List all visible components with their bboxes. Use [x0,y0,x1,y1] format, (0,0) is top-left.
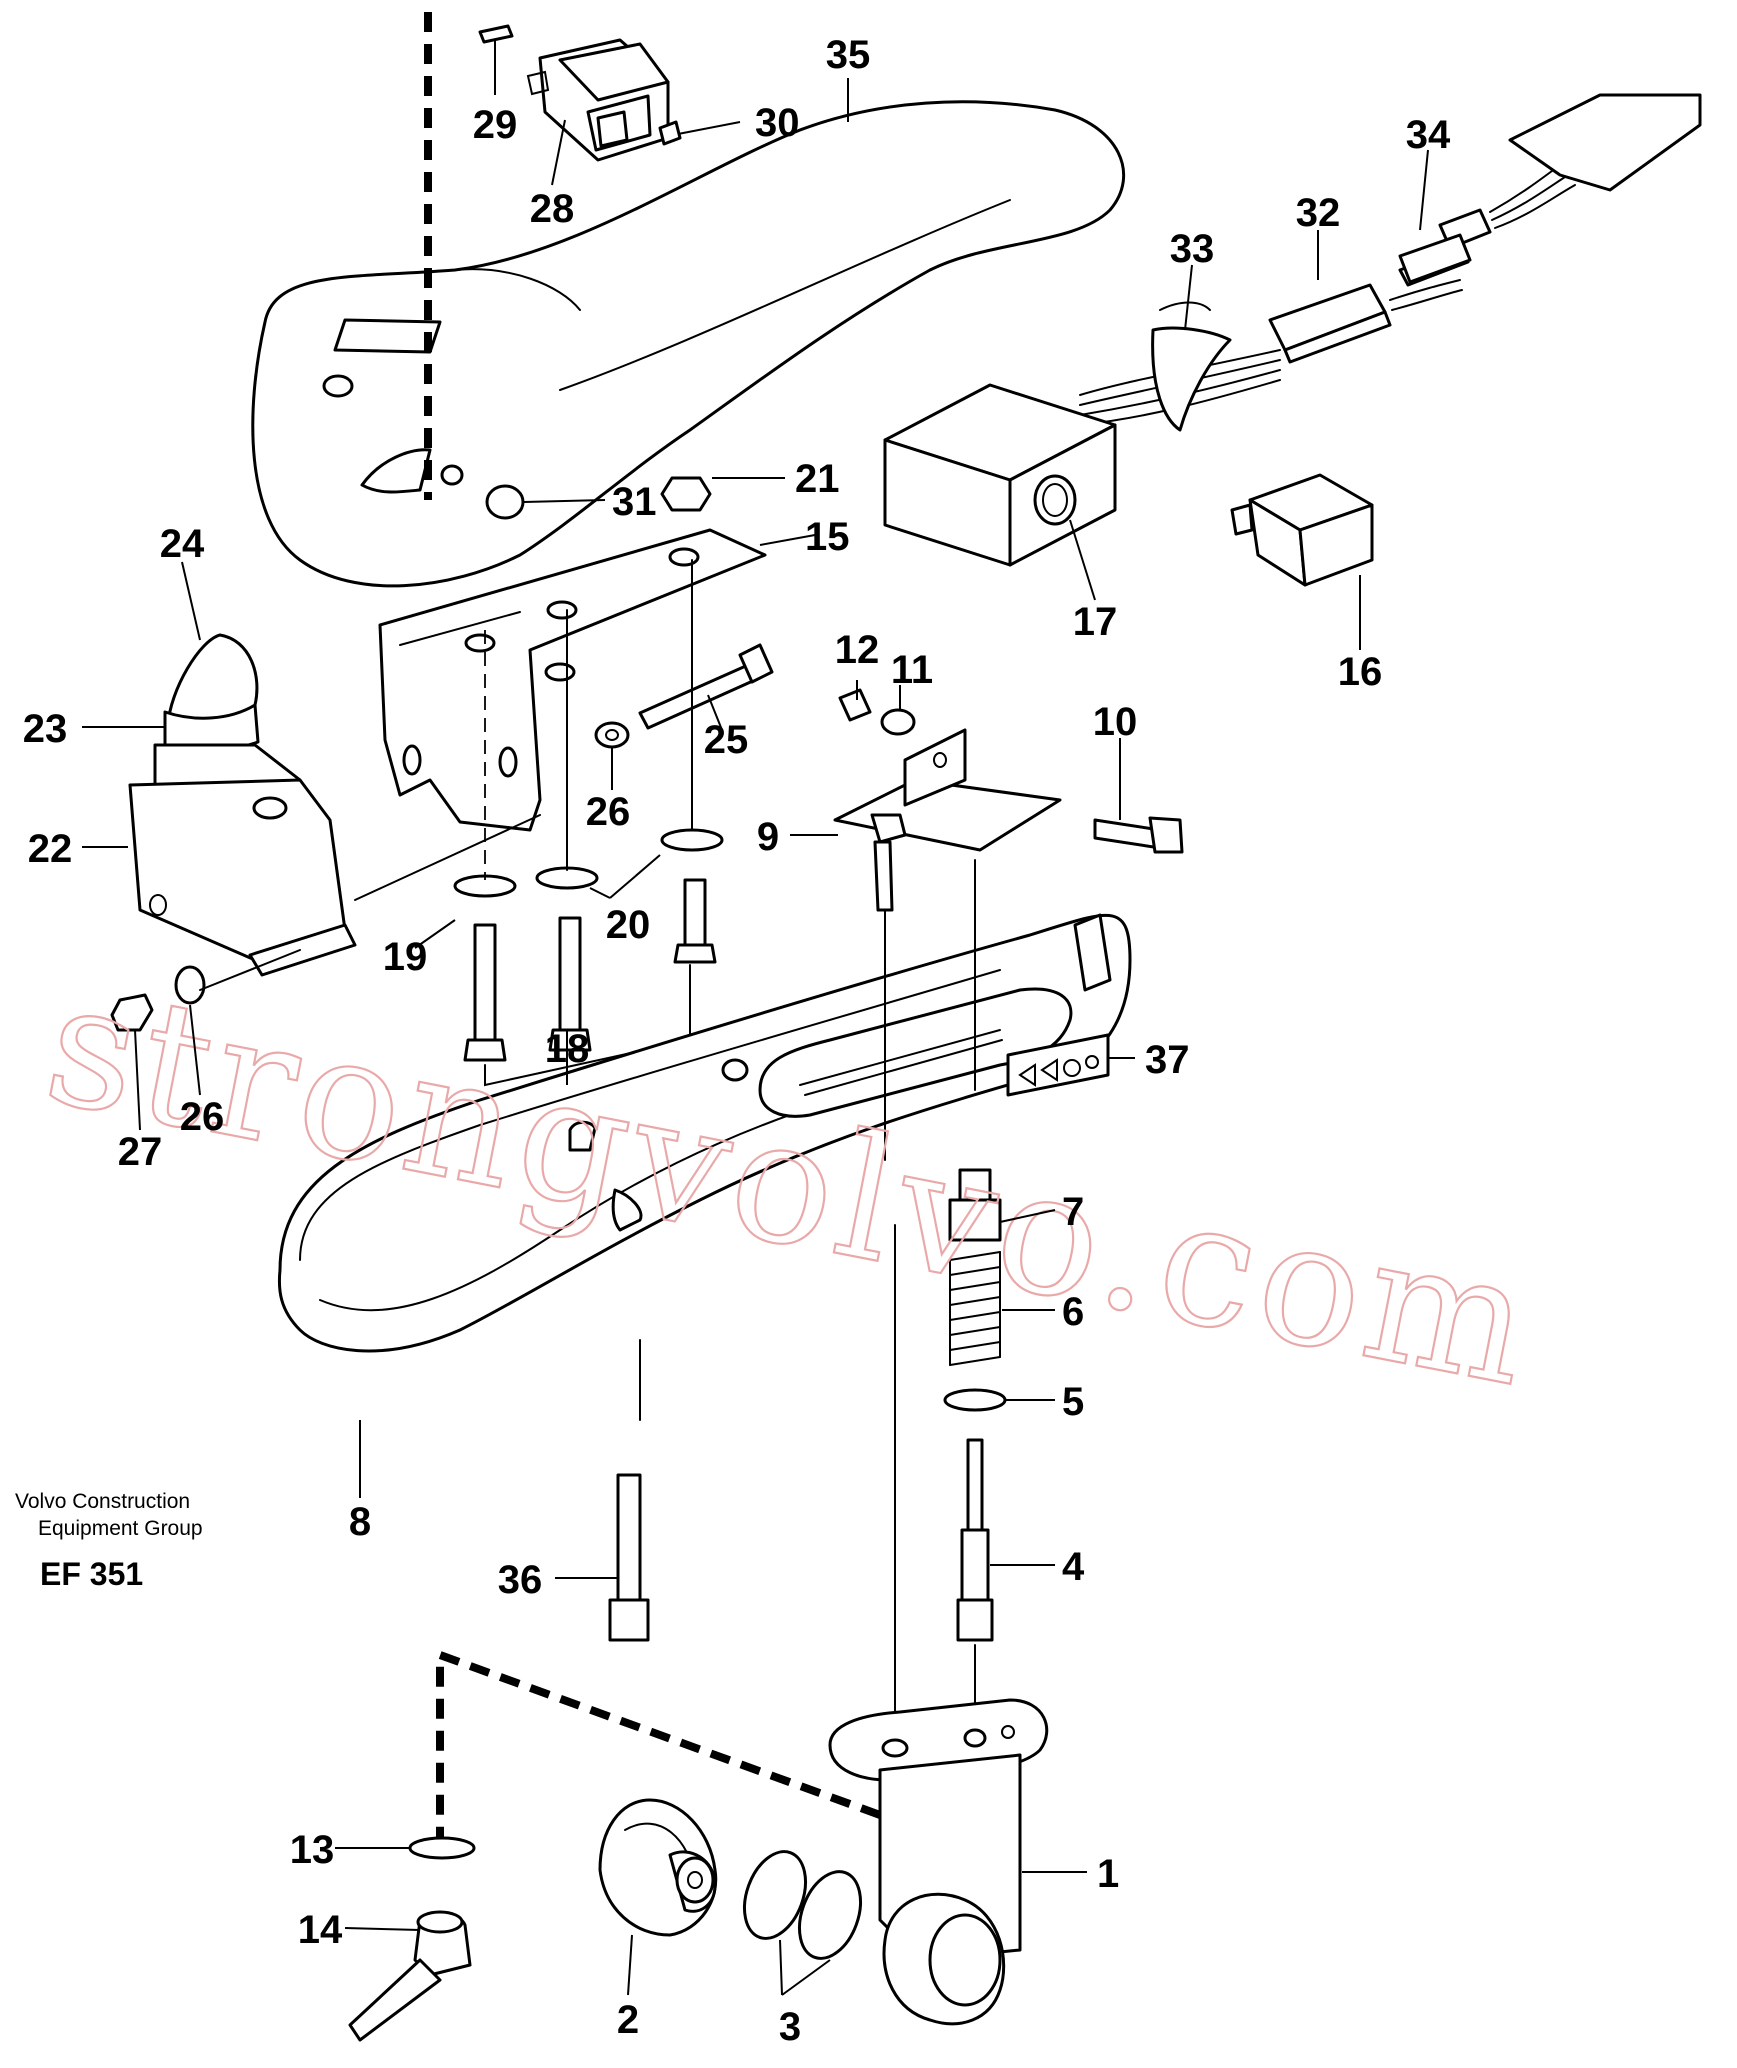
callout-12: 12 [835,628,880,672]
callout-labels: 35 29 30 28 34 32 33 21 31 15 24 17 16 2… [23,33,1451,2049]
leader-lines [82,40,1429,1996]
callout-9: 9 [757,815,779,859]
wiring-harness-part [1079,93,1702,432]
plug-part [598,1798,718,1937]
callout-30: 30 [755,101,800,145]
maker-line-1: Volvo Construction [15,1490,190,1513]
armrest-cover-part [251,100,1126,588]
callout-28: 28 [530,187,575,231]
guide-line-switch [354,814,541,901]
callout-13: 13 [290,1828,335,1872]
spring-stack-part [943,1168,1007,1642]
callout-2: 2 [617,1998,639,2042]
callout-16: 16 [1338,650,1383,694]
callout-10: 10 [1093,700,1138,744]
callout-6: 6 [1062,1290,1084,1334]
control-module-part [883,383,1117,567]
callout-17: 17 [1073,600,1118,644]
callout-1: 1 [1097,1852,1119,1896]
callout-14: 14 [298,1908,343,1952]
callout-19: 19 [383,935,428,979]
bracket-part [378,528,767,832]
callout-26-lower: 26 [180,1095,225,1139]
small-bracket-part [833,688,1184,912]
o-ring-part-b [798,1870,862,1960]
callout-31: 31 [612,480,657,524]
guide-line-bolt [199,949,301,991]
callout-23: 23 [23,707,68,751]
bolt-part-36 [608,1473,650,1642]
callout-20: 20 [606,903,651,947]
callout-8: 8 [349,1500,371,1544]
callout-36: 36 [498,1558,543,1602]
washer-part-26 [174,965,206,1005]
bolts-washers-part [453,828,724,1087]
hand-switch-part [128,633,357,977]
callout-25: 25 [704,718,749,762]
callout-21: 21 [795,457,840,501]
callout-22: 22 [28,827,73,871]
nut-part [660,476,712,512]
callout-3: 3 [779,2005,801,2049]
nut-part-27 [110,993,154,1032]
rocker-switch-part [478,24,682,162]
callout-26-upper: 26 [586,790,631,834]
callout-34: 34 [1406,113,1451,157]
callout-33: 33 [1170,227,1215,271]
callout-24: 24 [160,522,205,566]
callout-29: 29 [473,103,518,147]
lower-housing-part [277,913,1132,1353]
washer-part-13 [408,1836,476,1860]
relay-part [1230,473,1374,587]
maker-line-2: Equipment Group [38,1517,203,1540]
lever-arm-part [828,1698,1049,2026]
callout-35: 35 [826,33,871,77]
cap-part [485,484,525,520]
callout-15: 15 [805,515,850,559]
callout-4: 4 [1062,1545,1085,1589]
callout-27: 27 [118,1130,163,1174]
callout-11: 11 [891,648,933,692]
callout-5: 5 [1062,1380,1084,1424]
knob-part [348,1910,472,2042]
callout-7: 7 [1062,1190,1084,1234]
callout-32: 32 [1296,191,1341,235]
o-ring-part-a [743,1850,807,1940]
callout-37: 37 [1145,1038,1190,1082]
figure-code: EF 351 [40,1556,143,1592]
callout-18: 18 [545,1027,590,1071]
bolt-part [594,643,774,749]
